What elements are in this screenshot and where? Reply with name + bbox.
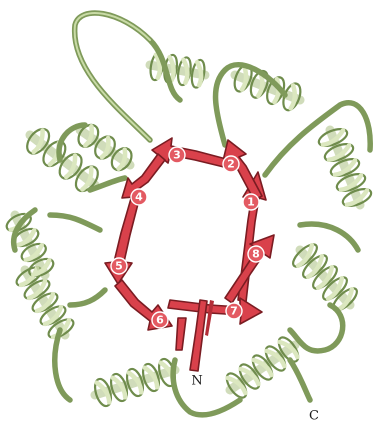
alpha-helices [4, 51, 373, 408]
svg-text:8: 8 [252, 248, 260, 261]
svg-text:3: 3 [173, 149, 181, 162]
svg-text:6: 6 [156, 314, 164, 327]
svg-text:4: 4 [135, 191, 143, 204]
svg-text:7: 7 [230, 305, 238, 318]
helix-6 [92, 357, 178, 408]
svg-text:5: 5 [115, 260, 123, 273]
strand-label-7: 7 [226, 303, 242, 319]
svg-text:2: 2 [227, 158, 235, 171]
beta-strand-3 [152, 138, 230, 168]
strand-label-2: 2 [223, 156, 239, 172]
helix-10 [74, 121, 135, 174]
strand-label-6: 6 [152, 312, 168, 328]
helix-3 [317, 126, 374, 210]
helix-1 [149, 51, 207, 88]
svg-text:1: 1 [247, 196, 255, 209]
strand-9-segment [176, 318, 186, 350]
strand-label-4: 4 [131, 189, 147, 205]
helix-5 [223, 334, 302, 401]
strand-label-1: 1 [243, 194, 259, 210]
strand-label-5: 5 [111, 258, 127, 274]
strand-label-8: 8 [248, 246, 264, 262]
c-terminus-label: C [309, 409, 319, 424]
helix-2 [231, 62, 303, 112]
helix-4 [290, 241, 361, 314]
strand-label-3: 3 [169, 147, 185, 163]
n-terminus-label: N [191, 374, 202, 389]
